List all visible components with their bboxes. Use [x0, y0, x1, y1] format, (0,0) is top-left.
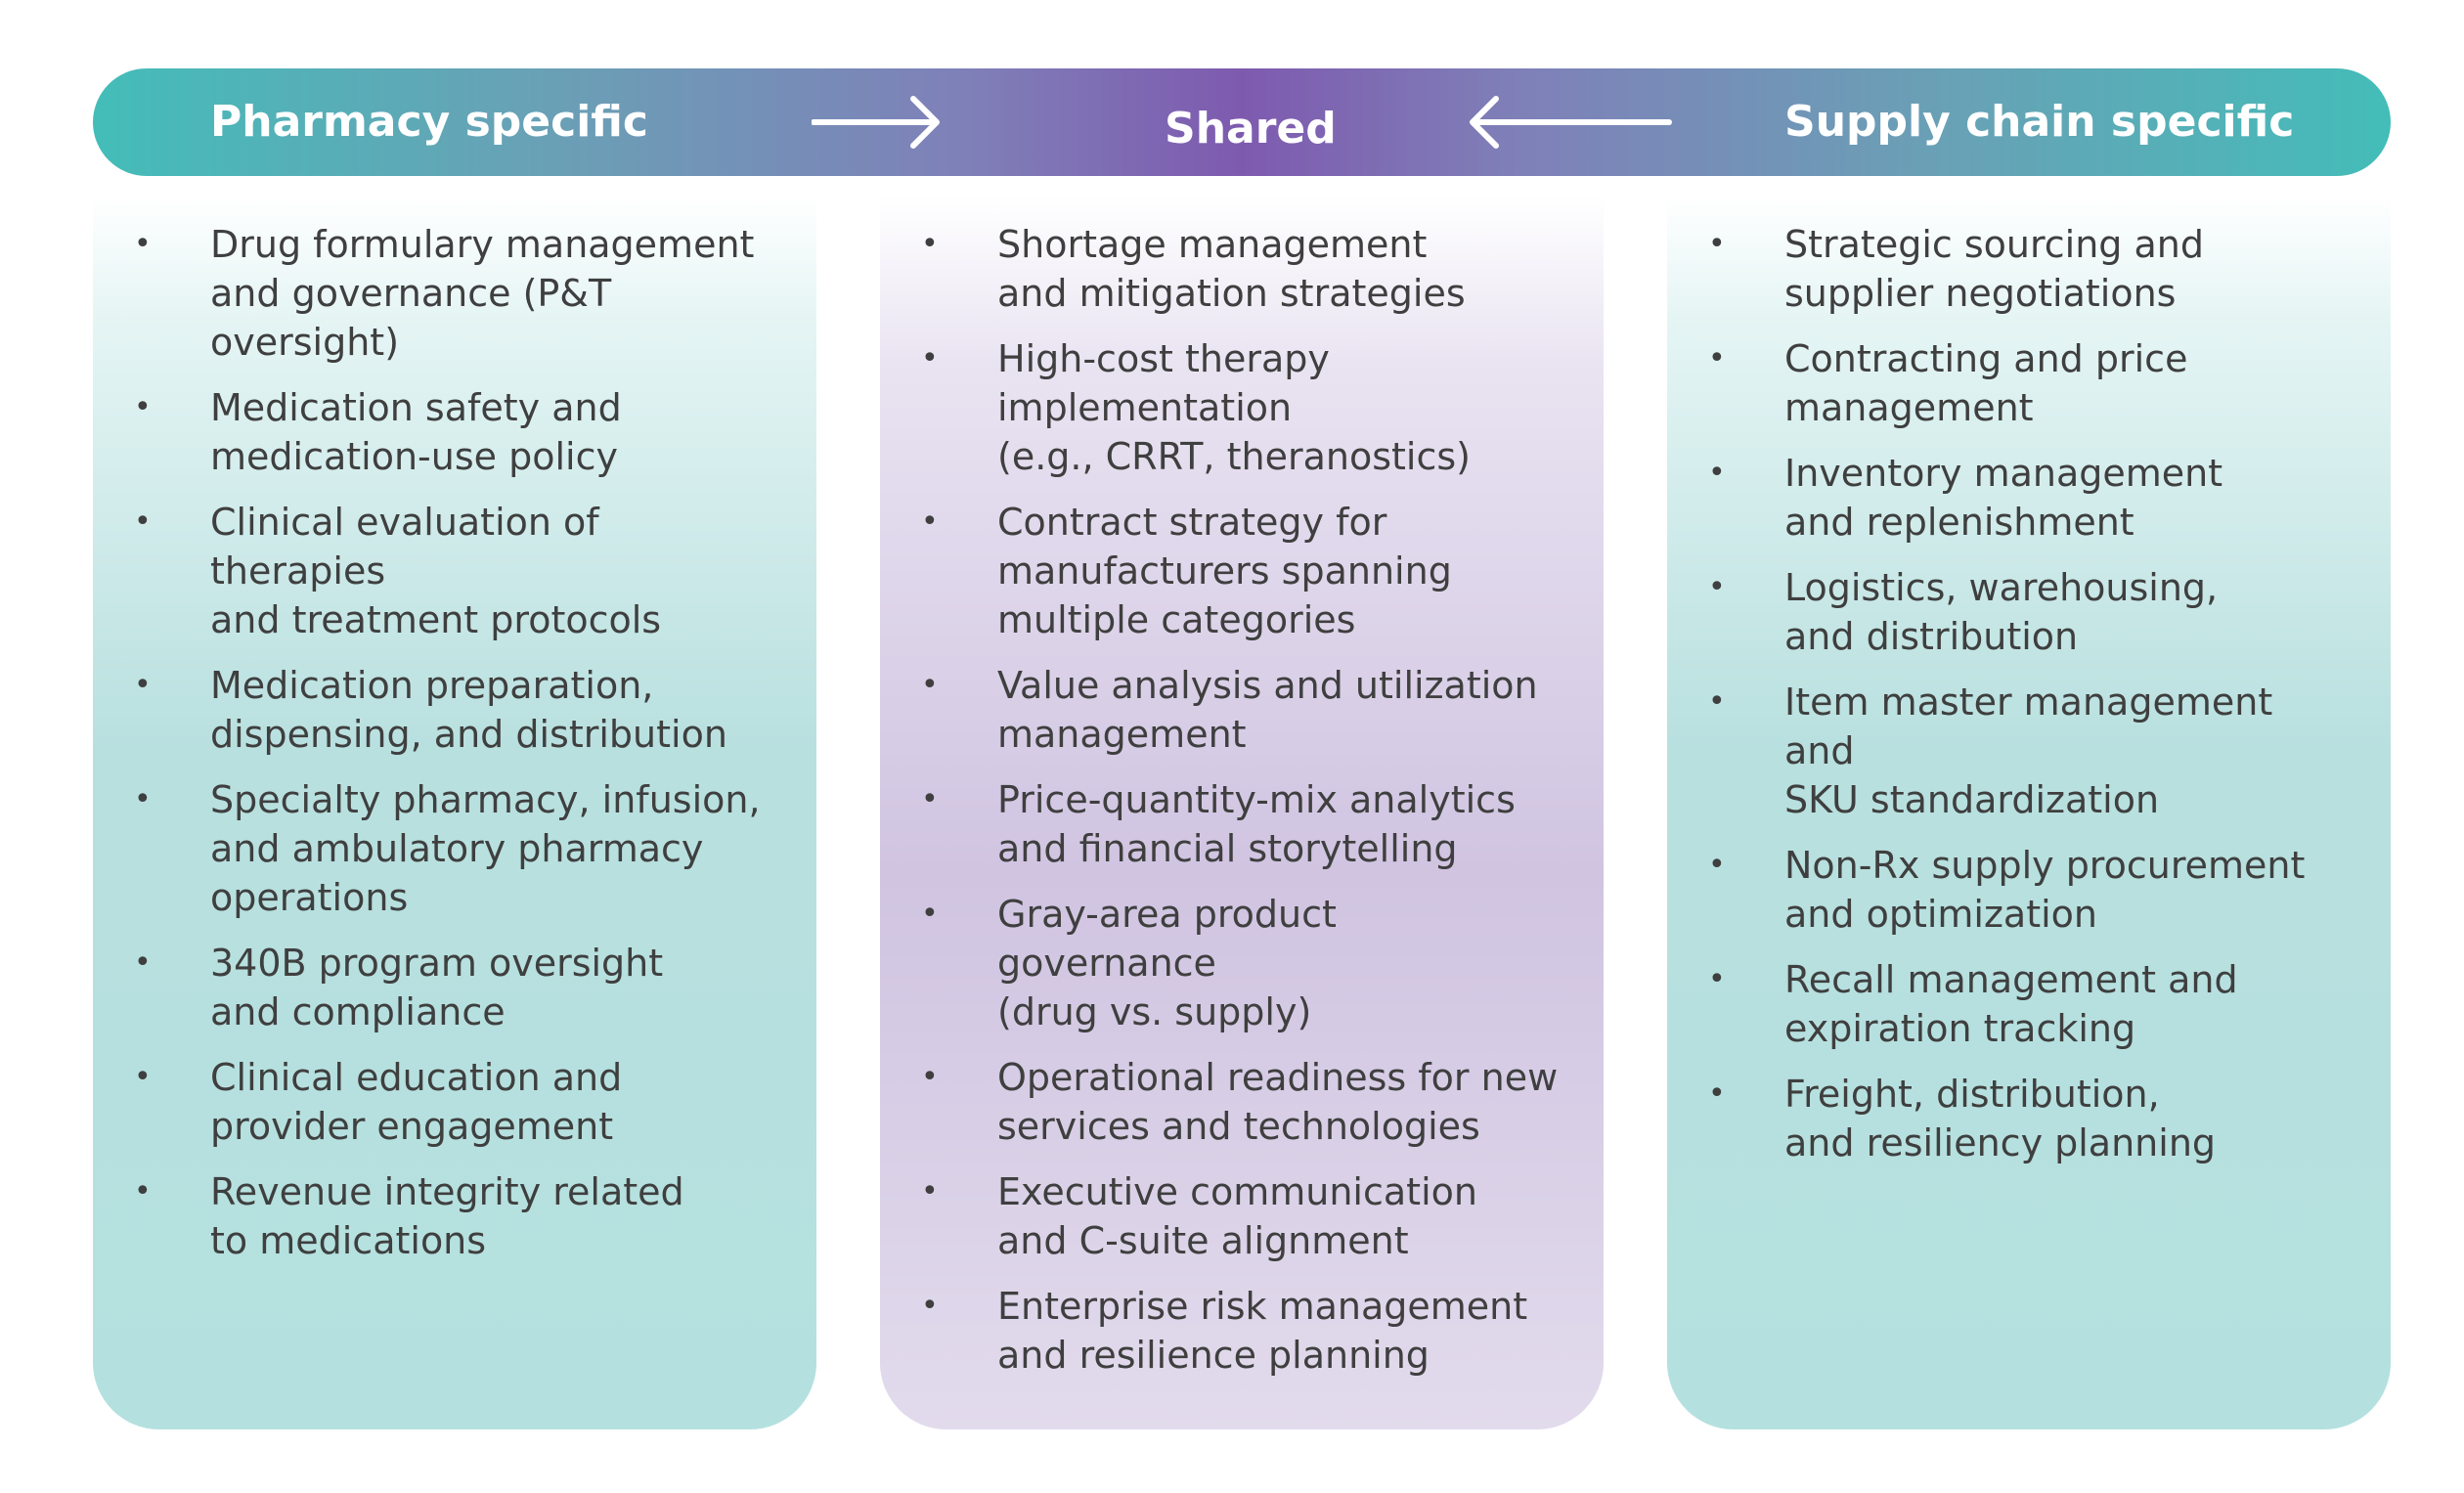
- shared-heading: Shared: [1165, 104, 1337, 154]
- list-item: • Executive communication and C-suite ali…: [880, 1167, 1564, 1265]
- list-item-text: Revenue integrity related to medications: [210, 1170, 684, 1262]
- list-item-text: Drug formulary management and governance…: [210, 223, 755, 364]
- list-item-text: Enterprise risk management and resilienc…: [997, 1285, 1528, 1377]
- list-item: • Revenue integrity related to medication…: [93, 1167, 777, 1265]
- list-item: • Item master management and SKU standard…: [1667, 678, 2352, 824]
- list-item-text: Contract strategy for manufacturers span…: [997, 501, 1452, 641]
- supply-chain-specific-list: • Strategic sourcing and supplier negotia…: [1667, 220, 2352, 1184]
- bullet-icon: •: [921, 897, 939, 931]
- list-item: • Medication preparation, dispensing, and…: [93, 661, 777, 759]
- list-item-text: Item master management and SKU standardi…: [1784, 681, 2273, 821]
- list-item: • Operational readiness for new services …: [880, 1053, 1564, 1151]
- list-item: • Recall management and expiration tracki…: [1667, 955, 2352, 1053]
- list-item: • Contract strategy for manufacturers spa…: [880, 498, 1564, 644]
- list-item-text: Inventory management and replenishment: [1784, 452, 2223, 544]
- bullet-icon: •: [921, 227, 939, 261]
- bullet-icon: •: [134, 945, 152, 980]
- list-item-text: Clinical education and provider engageme…: [210, 1056, 623, 1148]
- shared-column: • Shortage management and mitigation stra…: [880, 196, 1604, 1429]
- list-item: • Medication safety and medication-use po…: [93, 383, 777, 481]
- bullet-icon: •: [1708, 962, 1726, 996]
- bullet-icon: •: [1708, 684, 1726, 719]
- list-item-text: Freight, distribution, and resiliency pl…: [1784, 1073, 2217, 1164]
- bullet-icon: •: [921, 341, 939, 375]
- bullet-icon: •: [134, 668, 152, 702]
- list-item: • Value analysis and utilization manageme…: [880, 661, 1564, 759]
- arrow-right-icon: [812, 96, 940, 149]
- bullet-icon: •: [921, 1174, 939, 1208]
- bullet-icon: •: [1708, 848, 1726, 882]
- bullet-icon: •: [921, 782, 939, 816]
- list-item: • Contracting and price management: [1667, 334, 2352, 432]
- list-item: • 340B program oversight and compliance: [93, 939, 777, 1036]
- list-item-text: Value analysis and utilization managemen…: [997, 664, 1538, 756]
- list-item-text: Gray-area product governance (drug vs. s…: [997, 893, 1337, 1033]
- pharmacy-specific-column: • Drug formulary management and governanc…: [93, 196, 816, 1429]
- bullet-icon: •: [921, 505, 939, 539]
- bullet-icon: •: [134, 1174, 152, 1208]
- list-item: • Strategic sourcing and supplier negotia…: [1667, 220, 2352, 318]
- list-item: • Clinical evaluation of therapies and tr…: [93, 498, 777, 644]
- list-item: • Freight, distribution, and resiliency p…: [1667, 1070, 2352, 1167]
- list-item-text: High-cost therapy implementation (e.g., …: [997, 337, 1471, 478]
- bullet-icon: •: [134, 227, 152, 261]
- list-item-text: Medication safety and medication-use pol…: [210, 386, 622, 478]
- bullet-icon: •: [1708, 227, 1726, 261]
- bullet-icon: •: [1708, 456, 1726, 490]
- bullet-icon: •: [1708, 341, 1726, 375]
- list-item-text: Price-quantity-mix analytics and financi…: [997, 778, 1516, 870]
- bullet-icon: •: [1708, 1076, 1726, 1111]
- list-item: • Clinical education and provider engagem…: [93, 1053, 777, 1151]
- list-item-text: 340B program oversight and compliance: [210, 942, 664, 1033]
- list-item-text: Strategic sourcing and supplier negotiat…: [1784, 223, 2205, 315]
- bullet-icon: •: [921, 1060, 939, 1094]
- list-item: • Specialty pharmacy, infusion, and ambul…: [93, 775, 777, 922]
- list-item-text: Logistics, warehousing, and distribution: [1784, 566, 2219, 658]
- bullet-icon: •: [134, 390, 152, 424]
- bullet-icon: •: [134, 505, 152, 539]
- list-item-text: Specialty pharmacy, infusion, and ambula…: [210, 778, 761, 919]
- list-item-text: Contracting and price management: [1784, 337, 2188, 429]
- bullet-icon: •: [921, 1289, 939, 1323]
- bullet-icon: •: [921, 668, 939, 702]
- list-item-text: Clinical evaluation of therapies and tre…: [210, 501, 662, 641]
- list-item-text: Recall management and expiration trackin…: [1784, 958, 2238, 1050]
- supply-chain-specific-heading: Supply chain specific: [1784, 97, 2295, 147]
- list-item: • Drug formulary management and governanc…: [93, 220, 777, 367]
- list-item: • Price-quantity-mix analytics and financ…: [880, 775, 1564, 873]
- list-item-text: Medication preparation, dispensing, and …: [210, 664, 727, 756]
- list-item: • Logistics, warehousing, and distributio…: [1667, 563, 2352, 661]
- supply-chain-specific-column: • Strategic sourcing and supplier negotia…: [1667, 196, 2391, 1429]
- bullet-icon: •: [134, 1060, 152, 1094]
- header-bar: Pharmacy specific Shared Supply chain sp…: [93, 68, 2391, 176]
- list-item: • Inventory management and replenishment: [1667, 449, 2352, 547]
- list-item-text: Executive communication and C-suite alig…: [997, 1170, 1477, 1262]
- pharmacy-specific-heading: Pharmacy specific: [210, 97, 648, 147]
- list-item: • Non-Rx supply procurement and optimizat…: [1667, 841, 2352, 939]
- list-item: • Enterprise risk management and resilien…: [880, 1282, 1564, 1380]
- list-item-text: Operational readiness for new services a…: [997, 1056, 1559, 1148]
- pharmacy-specific-list: • Drug formulary management and governanc…: [93, 220, 777, 1282]
- bullet-icon: •: [134, 782, 152, 816]
- list-item: • Gray-area product governance (drug vs. …: [880, 890, 1564, 1036]
- shared-list: • Shortage management and mitigation stra…: [880, 220, 1564, 1396]
- bullet-icon: •: [1708, 570, 1726, 604]
- list-item-text: Non-Rx supply procurement and optimizati…: [1784, 844, 2306, 936]
- list-item: • High-cost therapy implementation (e.g.,…: [880, 334, 1564, 481]
- list-item: • Shortage management and mitigation stra…: [880, 220, 1564, 318]
- arrow-left-icon: [1470, 96, 1672, 149]
- list-item-text: Shortage management and mitigation strat…: [997, 223, 1466, 315]
